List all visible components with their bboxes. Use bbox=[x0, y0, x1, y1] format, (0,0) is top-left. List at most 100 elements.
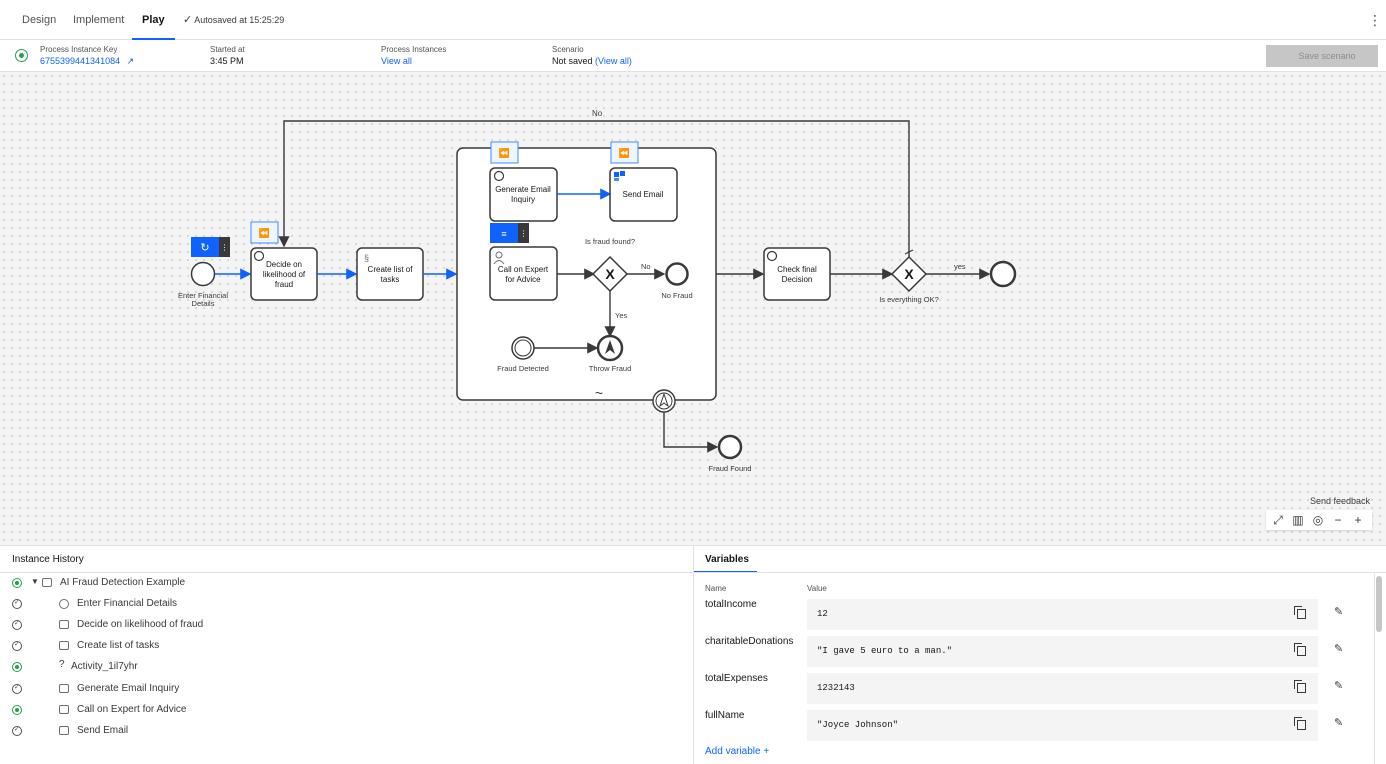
rewind-badge-gen-email[interactable]: ⏪ bbox=[490, 141, 519, 164]
chevron-down-icon[interactable]: ▼ bbox=[31, 577, 39, 586]
variable-value-field[interactable]: 12 bbox=[807, 599, 1318, 630]
task-icon bbox=[59, 684, 69, 693]
reset-view-icon[interactable]: ◎ bbox=[1312, 513, 1324, 527]
decide-label-2: likelihood of bbox=[263, 270, 306, 279]
copy-icon[interactable] bbox=[1294, 643, 1306, 656]
rewind-badge-decide[interactable]: ⏪ bbox=[250, 221, 279, 244]
copy-icon[interactable] bbox=[1294, 606, 1306, 619]
instance-key-link[interactable]: 6755399441341084 ↗ bbox=[40, 56, 135, 66]
tab-design[interactable]: Design bbox=[22, 14, 57, 26]
rewind-icon: ⏪ bbox=[499, 147, 510, 158]
add-variable-button[interactable]: Add variable + bbox=[705, 746, 770, 757]
task-call-expert[interactable]: Call on Expert for Advice bbox=[489, 246, 558, 301]
task-check-final-decision[interactable]: Check final Decision bbox=[763, 247, 831, 301]
task-send-email[interactable]: Send Email bbox=[609, 167, 678, 222]
start-event-enter-financial-details[interactable]: Enter Financial Details bbox=[178, 261, 228, 309]
copy-icon[interactable] bbox=[1294, 680, 1306, 693]
edit-icon[interactable]: ✎ bbox=[1334, 606, 1344, 618]
escalation-icon bbox=[659, 392, 669, 408]
top-tab-bar: Design Implement Play ✓ Autosaved at 15:… bbox=[0, 0, 1386, 40]
instance-key-label: Process Instance Key bbox=[40, 45, 118, 54]
save-scenario-button[interactable]: Save scenario bbox=[1266, 45, 1378, 67]
variable-value-field[interactable]: "Joyce Johnson" bbox=[807, 710, 1318, 741]
active-status-icon bbox=[12, 662, 22, 672]
decide-label-1: Decide on bbox=[266, 260, 302, 269]
tab-implement[interactable]: Implement bbox=[73, 14, 125, 26]
history-label: Generate Email Inquiry bbox=[77, 683, 180, 694]
history-row[interactable]: Enter Financial Details bbox=[0, 594, 693, 615]
tab-variables[interactable]: Variables bbox=[694, 546, 757, 573]
history-row[interactable]: Create list of tasks bbox=[0, 636, 693, 657]
scenario-view-all-link[interactable]: (View all) bbox=[595, 56, 632, 66]
create-label-2: tasks bbox=[381, 275, 400, 284]
yes-label: Yes bbox=[615, 311, 627, 320]
history-label: Enter Financial Details bbox=[77, 598, 178, 609]
external-link-icon: ↗ bbox=[126, 56, 135, 66]
retry-icon[interactable]: ↻ bbox=[200, 242, 209, 254]
end-event-fraud-found[interactable]: Fraud Found bbox=[709, 434, 752, 473]
boundary-event-escalation[interactable] bbox=[652, 389, 676, 413]
no-label: No bbox=[641, 262, 651, 271]
end-event-final[interactable] bbox=[989, 260, 1017, 288]
history-row[interactable]: ? Activity_1il7yhr bbox=[0, 657, 693, 678]
autosave-status: ✓ Autosaved at 15:25:29 bbox=[183, 0, 284, 40]
history-row[interactable]: Send Email bbox=[0, 721, 693, 742]
more-icon[interactable]: ⋮ bbox=[221, 243, 229, 252]
fraud-gateway-label: Is fraud found? bbox=[585, 237, 635, 246]
minimap-icon[interactable]: ▥ bbox=[1292, 513, 1304, 527]
overflow-menu-icon[interactable]: ⋮ bbox=[1368, 12, 1382, 28]
variable-name: totalExpenses bbox=[705, 673, 768, 684]
connector-icon bbox=[614, 172, 619, 177]
exclusive-gateway-icon: X bbox=[605, 266, 615, 282]
scenario-status: Not saved bbox=[552, 56, 593, 66]
instance-info-bar: Process Instance Key 6755399441341084 ↗ … bbox=[0, 40, 1386, 72]
script-icon: § bbox=[364, 253, 369, 263]
bpmn-canvas[interactable]: No Enter Financial Details ↻ ⋮ Decide on… bbox=[0, 72, 1386, 545]
end-event-throw-fraud[interactable]: Throw Fraud bbox=[589, 334, 632, 373]
variable-value-field[interactable]: 1232143 bbox=[807, 673, 1318, 704]
start-event-controls[interactable]: ↻ ⋮ bbox=[191, 237, 230, 257]
fullscreen-icon[interactable]: ⤢ bbox=[1273, 513, 1283, 527]
task-generate-email[interactable]: Generate Email Inquiry bbox=[489, 167, 558, 222]
more-icon[interactable]: ⋮ bbox=[520, 229, 528, 238]
gateway-everything-ok[interactable]: X Is everything OK? bbox=[879, 255, 939, 304]
expert-label-1: Call on Expert bbox=[498, 265, 549, 274]
end-event-no-fraud[interactable]: No Fraud bbox=[661, 262, 693, 301]
edit-icon[interactable]: ✎ bbox=[1334, 717, 1344, 729]
instances-view-all-link[interactable]: View all bbox=[381, 56, 412, 66]
no-fraud-label: No Fraud bbox=[661, 291, 692, 300]
exclusive-gateway-icon: X bbox=[904, 266, 914, 282]
zoom-in-icon[interactable]: + bbox=[1354, 513, 1362, 527]
history-row[interactable]: Decide on likelihood of fraud bbox=[0, 615, 693, 636]
completed-status-icon bbox=[12, 725, 22, 736]
started-label: Started at bbox=[210, 45, 245, 54]
bpmn-diagram: No Enter Financial Details ↻ ⋮ Decide on… bbox=[178, 109, 1017, 473]
canvas-controls: ⤢ ▥ ◎ − + bbox=[1266, 510, 1372, 530]
ai-agent-icon bbox=[493, 170, 505, 182]
tab-play[interactable]: Play bbox=[132, 0, 175, 40]
variable-value-field[interactable]: "I gave 5 euro to a man." bbox=[807, 636, 1318, 667]
history-row[interactable]: Call on Expert for Advice bbox=[0, 700, 693, 721]
instances-label: Process Instances bbox=[381, 45, 447, 54]
expert-task-controls[interactable]: ≡ ⋮ bbox=[490, 223, 529, 243]
form-icon[interactable]: ≡ bbox=[501, 229, 506, 239]
edit-icon[interactable]: ✎ bbox=[1334, 680, 1344, 692]
fraud-found-label: Fraud Found bbox=[709, 464, 752, 473]
rewind-badge-send-email[interactable]: ⏪ bbox=[610, 141, 639, 164]
scrollbar-thumb[interactable] bbox=[1376, 576, 1382, 632]
copy-icon[interactable] bbox=[1294, 717, 1306, 730]
scrollbar-track[interactable] bbox=[1374, 574, 1384, 764]
task-create-list[interactable]: § Create list of tasks bbox=[356, 247, 424, 301]
final-label-2: Decision bbox=[782, 275, 813, 284]
zoom-out-icon[interactable]: − bbox=[1334, 513, 1342, 527]
decide-label-3: fraud bbox=[275, 280, 293, 289]
variable-name: totalIncome bbox=[705, 599, 757, 610]
send-email-label: Send Email bbox=[623, 190, 664, 199]
rewind-icon: ⏪ bbox=[619, 147, 630, 158]
instance-active-icon bbox=[15, 49, 28, 62]
history-row-root[interactable]: ▼ AI Fraud Detection Example bbox=[0, 573, 693, 594]
send-feedback-link[interactable]: Send feedback bbox=[1310, 496, 1371, 506]
task-decide-likelihood[interactable]: Decide on likelihood of fraud bbox=[250, 247, 318, 301]
edit-icon[interactable]: ✎ bbox=[1334, 643, 1344, 655]
history-row[interactable]: Generate Email Inquiry bbox=[0, 679, 693, 700]
